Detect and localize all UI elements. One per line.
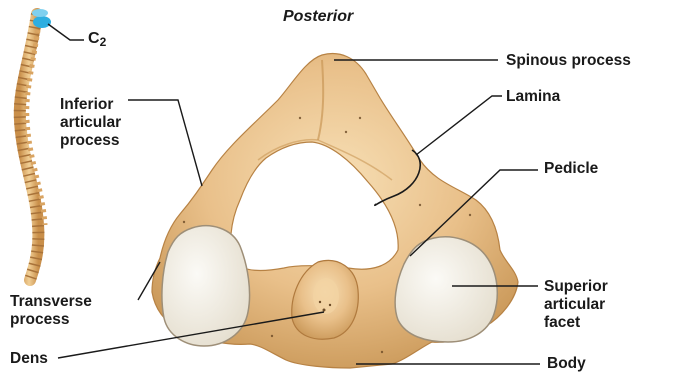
label-transverse-process: Transverse process [10, 293, 92, 329]
label-superior-articular-facet: Superior articular facet [544, 278, 608, 332]
label-inferior-articular-process: Inferior articular process [60, 96, 121, 150]
left-articular-facet [162, 226, 250, 346]
right-articular-facet [395, 237, 497, 342]
vertebral-column-thumbnail [20, 9, 51, 280]
orientation-label: Posterior [283, 8, 353, 26]
label-dens: Dens [10, 350, 48, 368]
label-lamina: Lamina [506, 88, 560, 106]
c2-letter: C [88, 30, 100, 47]
label-spinous-process: Spinous process [506, 52, 631, 70]
c2-vertebra [152, 54, 518, 368]
leader-c2 [48, 24, 84, 40]
c2-number: 2 [100, 35, 107, 49]
leader-lamina [416, 96, 502, 155]
leader-inferior [128, 100, 202, 186]
c2-highlight [33, 16, 51, 28]
label-body: Body [547, 355, 586, 373]
c2-label: C2 [88, 30, 106, 51]
label-pedicle: Pedicle [544, 160, 598, 178]
